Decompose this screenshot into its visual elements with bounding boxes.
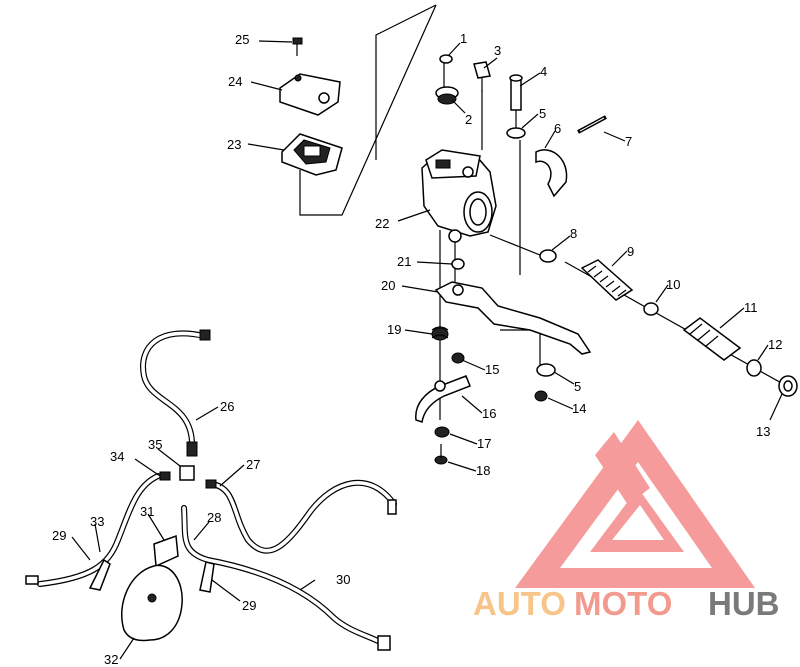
- callout-11: 11: [744, 300, 758, 315]
- piston-11: [682, 317, 742, 361]
- bolt-18: [434, 444, 448, 465]
- hose-fittings: [25, 329, 397, 651]
- callout-4: 4: [540, 64, 547, 79]
- callout-25: 25: [235, 32, 249, 47]
- watermark-moto: MOTO: [574, 585, 672, 622]
- callout-6: 6: [554, 121, 561, 136]
- lever-20: [434, 281, 592, 355]
- spring-19: [431, 326, 449, 341]
- cover-screw: [292, 37, 303, 56]
- pin-4: [509, 74, 523, 111]
- callout-24: 24: [228, 74, 242, 89]
- callout-19: 19: [387, 322, 401, 337]
- callout-31: 31: [140, 504, 154, 519]
- callout-34: 34: [110, 449, 124, 464]
- leader-lines: [71, 40, 783, 660]
- bracket-16: [415, 375, 471, 423]
- nut-17: [434, 426, 450, 438]
- ring-12: [746, 359, 762, 377]
- reservoir-cover: [279, 73, 341, 116]
- callout-30: 30: [336, 572, 350, 587]
- diaphragm: [281, 133, 343, 176]
- nut-15: [451, 352, 465, 364]
- callout-5-upper: 5: [539, 106, 546, 121]
- watermark-logo: [515, 420, 755, 588]
- washer-5b: [536, 363, 556, 377]
- callout-21: 21: [397, 254, 411, 269]
- callout-20: 20: [381, 278, 395, 293]
- callout-23: 23: [227, 137, 241, 152]
- bracket-32: [120, 564, 183, 642]
- callout-3: 3: [494, 43, 501, 58]
- callout-15: 15: [485, 362, 499, 377]
- callout-8: 8: [570, 226, 577, 241]
- callout-32: 32: [104, 652, 118, 667]
- boot-2: [435, 86, 459, 105]
- callout-1: 1: [460, 31, 467, 46]
- clamp-6: [535, 149, 568, 198]
- brake-hoses: [37, 330, 397, 647]
- callout-35: 35: [148, 437, 162, 452]
- callout-10: 10: [666, 277, 680, 292]
- callout-18: 18: [476, 463, 490, 478]
- callout-27: 27: [246, 457, 260, 472]
- washer-8: [539, 249, 557, 263]
- callout-5-lower: 5: [574, 379, 581, 394]
- bolt-3: [473, 61, 491, 92]
- watermark-hub: HUB: [708, 585, 780, 622]
- washer-10: [643, 302, 659, 316]
- spring-9: [580, 259, 634, 301]
- callout-12: 12: [768, 337, 782, 352]
- callout-29-left: 29: [52, 528, 66, 543]
- nut-14: [534, 390, 548, 402]
- washer-5: [506, 127, 526, 139]
- callout-labels: 1 2 3 4 5 5 6 7 8 9 10 11 12 13 14 15 16…: [52, 31, 782, 667]
- watermark-auto: AUTO: [473, 585, 566, 622]
- nut-1: [439, 54, 453, 64]
- callout-28: 28: [207, 510, 221, 525]
- callout-26: 26: [220, 399, 234, 414]
- callout-17: 17: [477, 436, 491, 451]
- callout-2: 2: [465, 112, 472, 127]
- master-cylinder-body: [421, 149, 497, 243]
- callout-14: 14: [572, 401, 586, 416]
- callout-22: 22: [375, 216, 389, 231]
- splitter-31: [153, 534, 179, 568]
- clips-29: [88, 558, 215, 593]
- callout-13: 13: [756, 424, 770, 439]
- bushing-21: [451, 258, 465, 270]
- callout-7: 7: [625, 134, 632, 149]
- screw-7: [577, 115, 607, 134]
- callout-16: 16: [482, 406, 496, 421]
- callout-33: 33: [90, 514, 104, 529]
- callout-29-right: 29: [242, 598, 256, 613]
- cap-13: [778, 375, 798, 397]
- callout-9: 9: [627, 244, 634, 259]
